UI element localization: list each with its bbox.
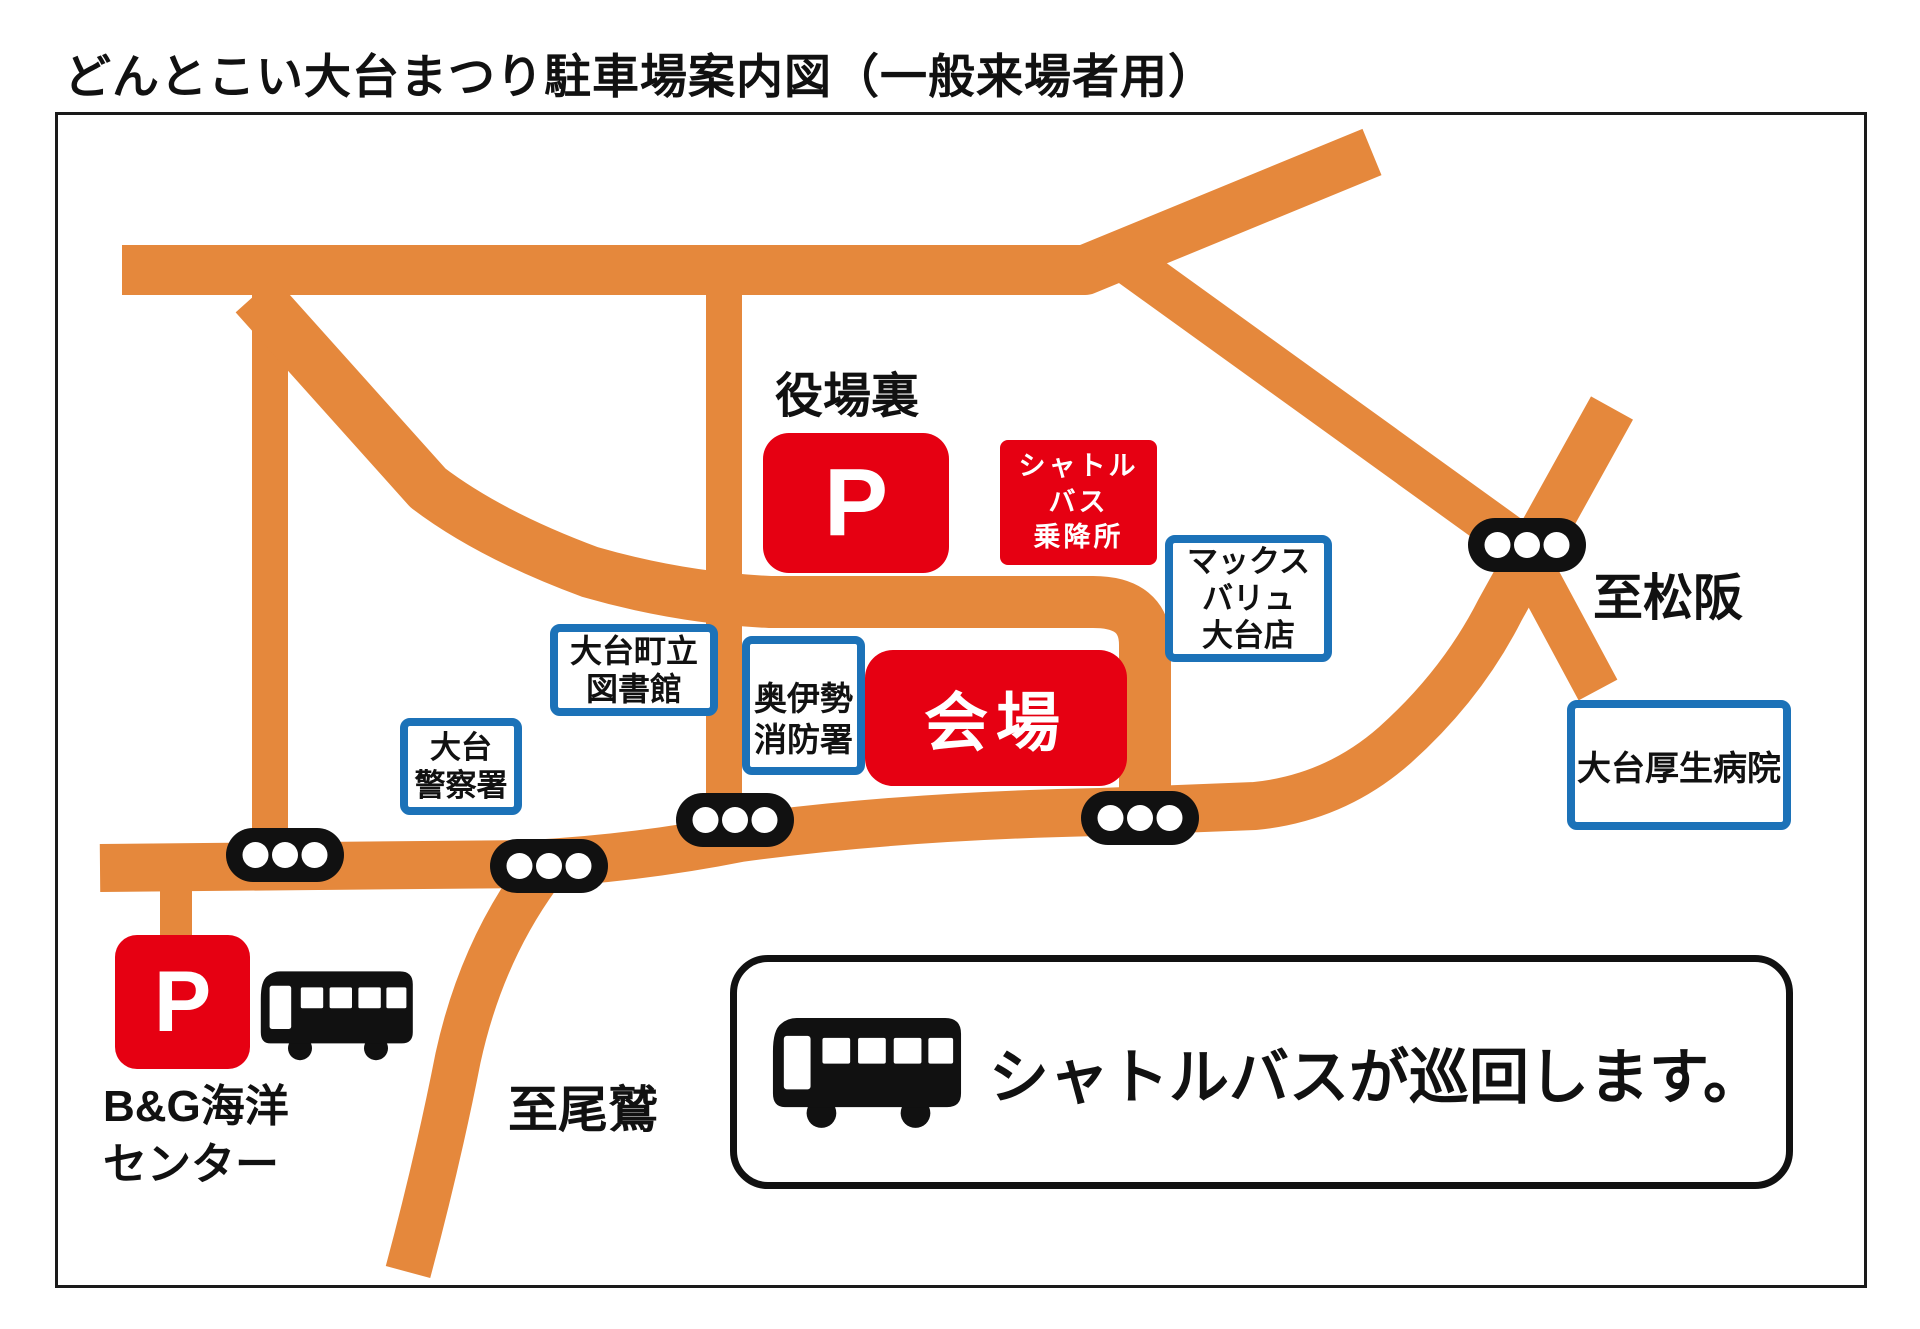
facility-police: 大台 警察署 — [400, 718, 522, 815]
parking-p-letter: P — [823, 449, 889, 556]
road-middle — [235, 277, 1171, 812]
traffic-light-icon — [226, 828, 344, 882]
shuttle-notice-box: シャトルバスが巡回します。 — [730, 955, 1793, 1189]
facility-library: 大台町立 図書館 — [550, 624, 718, 716]
traffic-light-icon — [490, 839, 608, 893]
venue-marker: 会場 — [865, 650, 1127, 786]
to-owase-label: 至尾鷲 — [508, 1082, 658, 1138]
yakuba-ura-label: 役場裏 — [775, 370, 920, 423]
shuttle-bus-stop-marker: シャトル バス 乗降所 — [1000, 440, 1157, 565]
to-matsusaka-label: 至松阪 — [1593, 570, 1743, 626]
page-title: どんとこい大台まつり駐車場案内図（一般来場者用） — [64, 50, 1216, 103]
parking-p-letter: P — [153, 953, 212, 1050]
parking-bg-marker: P — [115, 935, 250, 1069]
parking-yakuba-marker: P — [763, 433, 949, 573]
shuttle-notice-text: シャトルバスが巡回します。 — [989, 1043, 1763, 1111]
bus-icon — [767, 1008, 965, 1136]
bg-marine-center-label: B&G海洋 センター — [103, 1082, 289, 1190]
facility-hospital: 大台厚生病院 — [1567, 700, 1791, 830]
road-top — [122, 128, 1382, 295]
road-owase — [385, 851, 564, 1278]
bus-icon — [256, 964, 416, 1066]
road-bottom — [99, 396, 1633, 892]
traffic-light-icon — [1081, 791, 1199, 845]
traffic-light-icon — [676, 793, 794, 847]
facility-fire-station: 奥伊勢 消防署 — [742, 636, 865, 775]
traffic-light-icon — [1468, 518, 1586, 572]
facility-max-valu: マックス バリュ 大台店 — [1165, 535, 1332, 662]
